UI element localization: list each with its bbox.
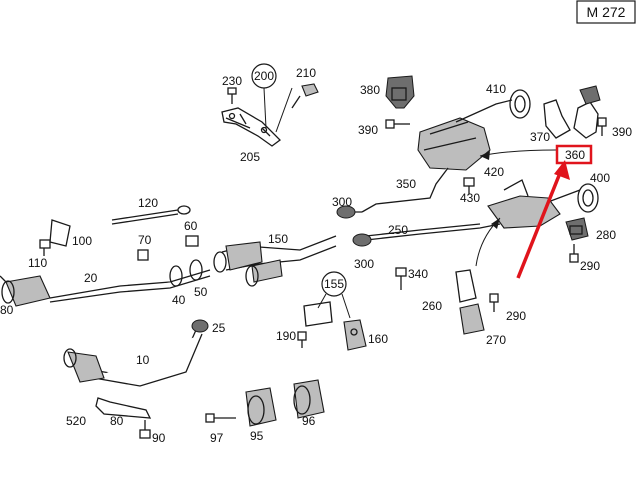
bolt-190[interactable] (297, 331, 307, 348)
label-96: 96 (302, 414, 316, 428)
clamp-25[interactable] (191, 319, 209, 333)
front-pipe-10[interactable] (63, 329, 203, 387)
bolt-60[interactable] (185, 235, 199, 247)
label-205: 205 (240, 150, 260, 164)
label-60: 60 (184, 219, 198, 233)
rear-muffler-left-410[interactable] (361, 89, 531, 213)
model-badge: M 272 (576, 0, 636, 24)
rubber-hanger-270[interactable] (459, 303, 485, 335)
label-150: 150 (268, 232, 288, 246)
label-10: 10 (136, 353, 150, 367)
label-110: 110 (28, 256, 47, 270)
label-270: 270 (486, 333, 506, 347)
label-80-bottom: 80 (110, 414, 124, 428)
label-97: 97 (210, 431, 224, 445)
label-520: 520 (66, 414, 86, 428)
label-290-left: 290 (506, 309, 526, 323)
bolt-420[interactable] (463, 177, 475, 194)
model-badge-text: M 272 (587, 4, 626, 20)
callout-155-text: 155 (324, 277, 344, 291)
bracket-80[interactable] (95, 397, 152, 419)
bolt-290-left[interactable] (489, 293, 499, 312)
label-95: 95 (250, 429, 264, 443)
bracket-assembly-205[interactable] (221, 107, 281, 147)
label-25: 25 (212, 321, 226, 335)
catalytic-converter-left[interactable] (0, 275, 51, 307)
label-250: 250 (388, 223, 408, 237)
ring-40[interactable] (169, 265, 183, 287)
label-40: 40 (172, 293, 186, 307)
front-pipe-20[interactable] (49, 269, 211, 303)
label-410: 410 (486, 82, 506, 96)
label-380: 380 (360, 83, 380, 97)
rubber-mount-96[interactable] (293, 379, 325, 419)
bolt-390-right[interactable] (597, 117, 607, 136)
label-80-left: 80 (0, 303, 14, 317)
ring-50[interactable] (189, 259, 203, 281)
hanger-280[interactable] (565, 217, 589, 241)
screw-230[interactable] (227, 87, 237, 104)
label-120: 120 (138, 196, 158, 210)
bracket-100[interactable] (49, 219, 71, 247)
rubber-mount-95[interactable] (245, 387, 277, 427)
callout-200[interactable]: 200 (251, 63, 277, 129)
hanger-bracket-380[interactable] (385, 75, 415, 109)
label-340: 340 (408, 267, 428, 281)
hanger-bracket-370[interactable] (543, 85, 601, 139)
label-390-right: 390 (612, 125, 632, 139)
label-400: 400 (590, 171, 610, 185)
label-300-upper: 300 (332, 195, 352, 209)
label-230: 230 (222, 74, 242, 88)
label-420: 420 (484, 165, 504, 179)
label-430: 430 (460, 191, 480, 205)
bracket-155[interactable] (303, 301, 333, 327)
bolt-110[interactable] (39, 239, 51, 256)
label-290-right: 290 (580, 259, 600, 273)
label-160: 160 (368, 332, 388, 346)
red-arrow (516, 160, 570, 279)
clip-70[interactable] (137, 249, 149, 261)
bracket-260[interactable] (455, 269, 477, 303)
clamp-300-upper[interactable] (336, 205, 356, 219)
label-190: 190 (276, 329, 296, 343)
bolt-90[interactable] (139, 420, 151, 439)
intermediate-pipe-250[interactable] (365, 223, 501, 241)
oxygen-sensor-120[interactable] (111, 205, 191, 225)
label-100: 100 (72, 234, 92, 248)
label-300-lower: 300 (354, 257, 374, 271)
bolt-340[interactable] (395, 267, 407, 290)
callout-200-text: 200 (254, 69, 274, 83)
clip-210[interactable] (291, 83, 319, 109)
bolt-97[interactable] (205, 413, 236, 423)
label-70: 70 (138, 233, 152, 247)
front-pipe-150[interactable] (213, 235, 337, 287)
bolt-390-left[interactable] (385, 119, 410, 129)
part-labels: 230 210 205 380 390 410 370 390 360 420 … (0, 66, 632, 445)
label-370: 370 (530, 130, 550, 144)
callout-155[interactable]: 155 (317, 271, 351, 319)
label-50: 50 (194, 285, 208, 299)
label-260: 260 (422, 299, 442, 313)
label-360: 360 (565, 148, 585, 162)
label-350: 350 (396, 177, 416, 191)
highlight-box-360 (555, 144, 593, 165)
label-20: 20 (84, 271, 98, 285)
clamp-300-lower[interactable] (352, 233, 372, 247)
label-390-left: 390 (358, 123, 378, 137)
bolt-290-right[interactable] (569, 244, 579, 263)
label-90: 90 (152, 431, 166, 445)
label-210: 210 (296, 66, 316, 80)
label-280: 280 (596, 228, 616, 242)
rubber-hanger-160[interactable] (343, 319, 367, 351)
